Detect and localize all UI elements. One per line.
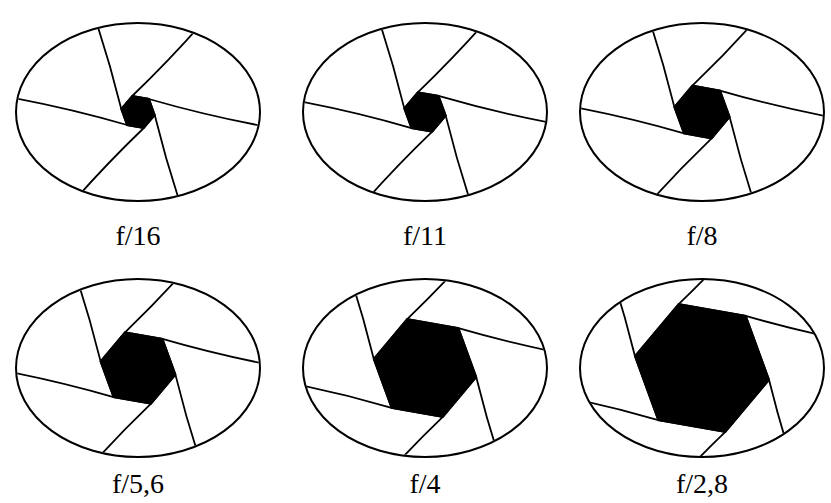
aperture	[0, 117, 419, 503]
aperture-blades	[0, 117, 419, 503]
f-stop-label: f/16	[115, 222, 160, 250]
f-stop-label: f/4	[409, 470, 440, 498]
aperture	[402, 105, 831, 503]
f-stop-label: f/2,8	[676, 470, 728, 498]
aperture	[428, 0, 831, 361]
lens-ring	[303, 279, 547, 457]
f-stop-label: f/5,6	[112, 470, 164, 498]
f-stop-label: f/8	[686, 222, 717, 250]
lens-ring	[580, 279, 824, 457]
lens-ring	[16, 23, 260, 201]
lens-ring	[303, 23, 547, 201]
lens-ring	[580, 23, 824, 201]
aperture-blades	[428, 0, 831, 361]
aperture	[136, 115, 715, 503]
lens-ring	[16, 279, 260, 457]
aperture-blades	[136, 115, 715, 503]
aperture-blades	[402, 105, 831, 503]
f-stop-label: f/11	[403, 222, 447, 250]
